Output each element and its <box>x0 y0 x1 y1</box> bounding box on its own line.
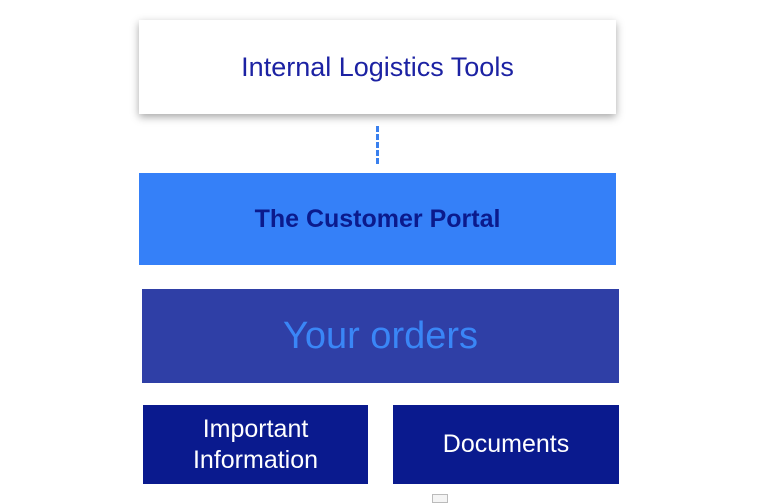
documents-box: Documents <box>393 405 619 484</box>
documents-label: Documents <box>442 430 570 458</box>
your-orders-label: Your orders <box>282 314 479 357</box>
important-information-label-line1: Important <box>202 414 309 443</box>
your-orders-box: Your orders <box>142 289 619 383</box>
important-information-box: Important Information <box>143 405 368 484</box>
customer-portal-label: The Customer Portal <box>254 204 501 233</box>
internal-logistics-tools-box: Internal Logistics Tools <box>139 20 616 114</box>
dashed-connector <box>376 126 379 164</box>
paste-options-icon[interactable] <box>432 494 448 503</box>
customer-portal-box: The Customer Portal <box>139 173 616 265</box>
internal-logistics-tools-label: Internal Logistics Tools <box>241 51 514 82</box>
important-information-label-line2: Information <box>192 445 319 474</box>
